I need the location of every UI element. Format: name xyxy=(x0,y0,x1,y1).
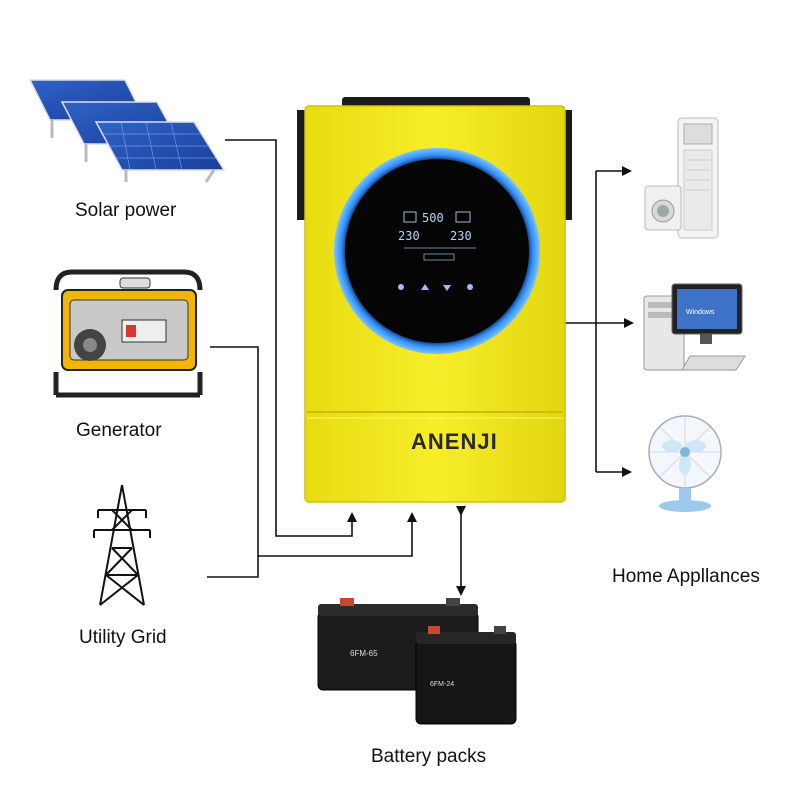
enter-button-icon[interactable] xyxy=(467,284,473,290)
up-button-icon[interactable] xyxy=(421,284,429,290)
power-button-icon[interactable] xyxy=(398,284,404,290)
solar-power-label: Solar power xyxy=(75,200,177,221)
display-screen xyxy=(345,159,529,343)
solar-line xyxy=(225,139,357,537)
generator-label: Generator xyxy=(76,420,162,441)
connection-lines xyxy=(207,139,634,596)
battery-large-label: 6FM-65 xyxy=(350,649,378,658)
utility-line xyxy=(207,512,417,578)
inverter: 500 230 230 ANENJI xyxy=(297,97,572,503)
battery-packs-label: Battery packs xyxy=(371,746,487,767)
utility-pylon-icon xyxy=(93,484,151,606)
computer-icon: Windows xyxy=(643,283,746,371)
battery-small-label: 6FM-24 xyxy=(430,681,454,688)
lcd-value-right: 230 xyxy=(450,229,472,243)
air-conditioner-icon xyxy=(677,117,719,239)
lcd-panel: 500 230 230 xyxy=(398,211,476,261)
lcd-value-left: 230 xyxy=(398,229,420,243)
monitor-text: Windows xyxy=(686,309,715,316)
battery-pack-icon: 6FM-65 6FM-24 xyxy=(317,598,517,725)
generator-icon xyxy=(53,269,203,398)
down-button-icon[interactable] xyxy=(443,285,451,291)
utility-grid-label: Utility Grid xyxy=(79,627,167,648)
generator-line xyxy=(210,346,259,556)
fan-icon xyxy=(648,415,722,512)
battery-small: 6FM-24 xyxy=(415,626,517,725)
solar-panel-icon xyxy=(28,79,226,183)
brand-logo: ANENJI xyxy=(411,429,498,454)
washing-machine-icon xyxy=(644,185,682,231)
lcd-value-main: 500 xyxy=(422,211,444,225)
control-buttons xyxy=(398,284,473,291)
home-appliances-label: Home Appllances xyxy=(612,566,760,587)
